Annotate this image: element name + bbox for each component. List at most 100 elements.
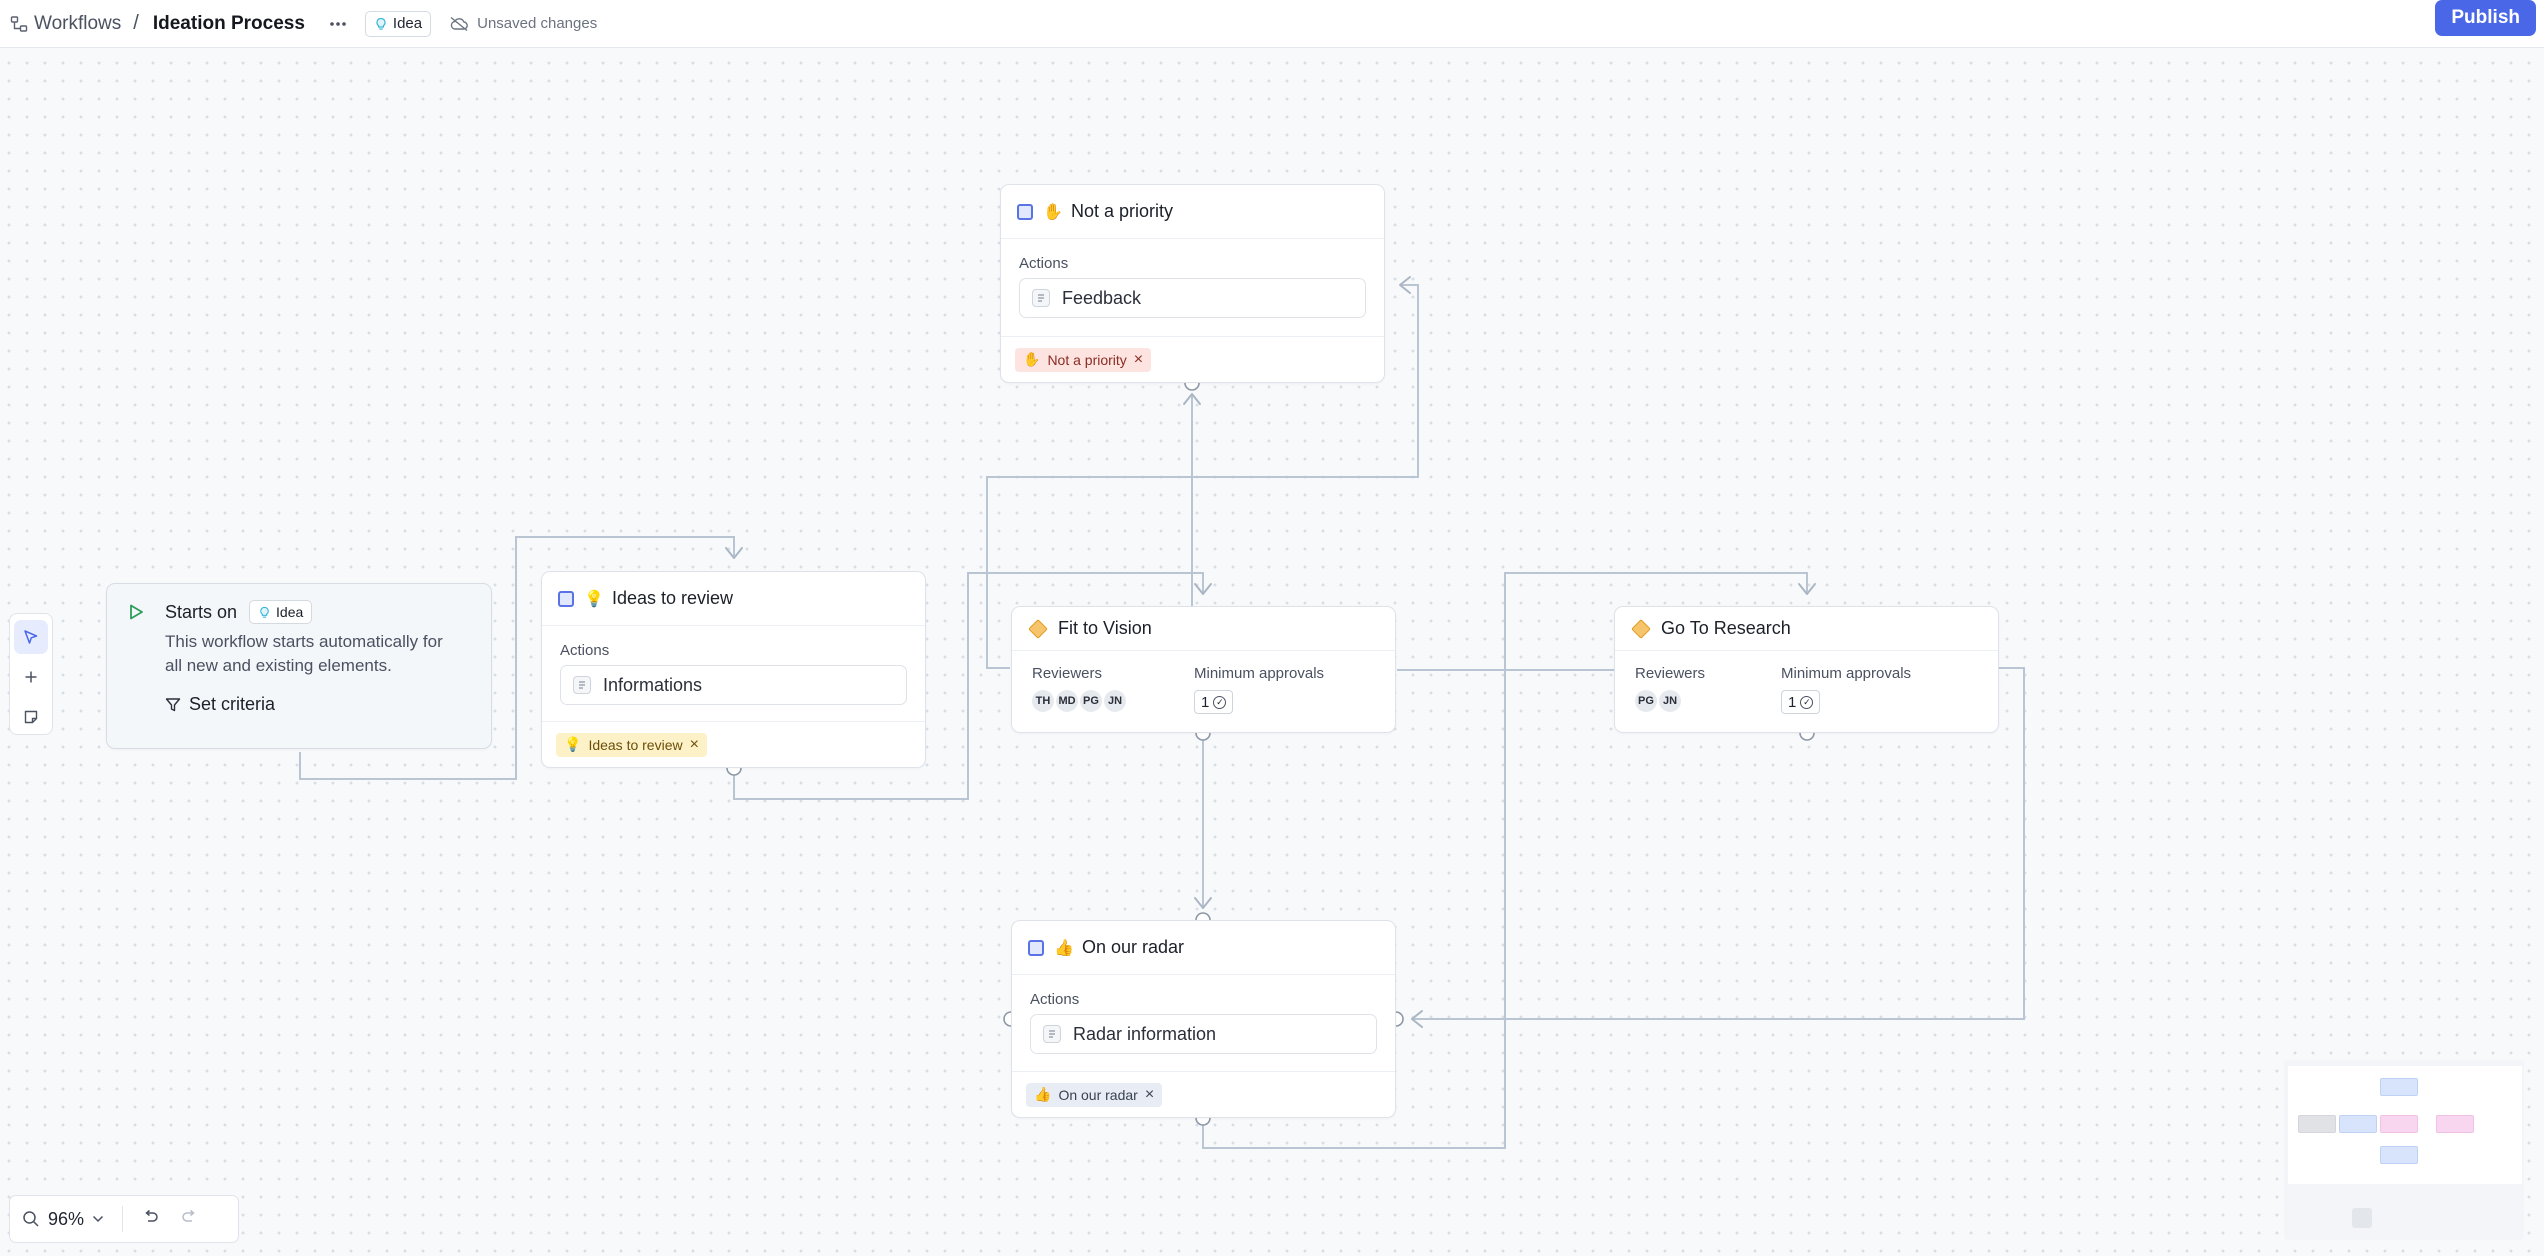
unsaved-status: Unsaved changes: [449, 15, 597, 32]
redo-button[interactable]: [181, 1209, 199, 1230]
actions-label: Actions: [1030, 991, 1080, 1008]
node-header: 💡 Ideas to review: [542, 572, 925, 626]
avatar: MD: [1056, 690, 1078, 712]
node-title: Ideas to review: [612, 588, 734, 608]
action-feedback[interactable]: Feedback: [1019, 278, 1366, 318]
set-criteria-button[interactable]: Set criteria: [165, 694, 275, 715]
type-tag[interactable]: Idea: [364, 10, 432, 37]
play-icon: [130, 604, 143, 620]
idea-icon: [260, 606, 269, 618]
review-settings: Reviewers TH MD PG JN Minimum approvals …: [1012, 651, 1395, 714]
remove-status-icon[interactable]: ×: [689, 735, 699, 753]
reviewer-avatars[interactable]: TH MD PG JN: [1032, 690, 1194, 712]
document-icon: [1032, 289, 1050, 307]
arrowhead-research: [1798, 583, 1816, 595]
edge-fit-to-notpriority-loop: [986, 284, 1419, 669]
filter-icon: [165, 697, 181, 711]
start-type-tag-label: Idea: [276, 604, 304, 620]
select-tool[interactable]: [14, 620, 48, 654]
page-title[interactable]: Ideation Process: [152, 12, 305, 34]
node-header: Fit to Vision: [1012, 607, 1395, 651]
publish-button[interactable]: Publish: [2435, 0, 2536, 36]
action-radar-information[interactable]: Radar information: [1030, 1014, 1377, 1054]
actions-label: Actions: [1019, 255, 1069, 272]
start-node[interactable]: Starts on Idea This workflow starts auto…: [106, 583, 492, 749]
arrowhead-notpriority-right: [1399, 276, 1411, 294]
status-label: Not a priority: [1047, 351, 1127, 368]
avatar: JN: [1104, 690, 1126, 712]
reviewers-label: Reviewers: [1635, 665, 1706, 682]
document-icon: [573, 676, 591, 694]
minimap-node: [2298, 1115, 2336, 1133]
remove-status-icon[interactable]: ×: [1133, 350, 1144, 368]
check-circle-icon: ✓: [1800, 695, 1814, 709]
min-approvals-field[interactable]: 1 ✓: [1781, 690, 1821, 714]
status-pill: 👍 On our radar ×: [1026, 1082, 1163, 1107]
node-title: Go To Research: [1661, 618, 1791, 638]
add-note-tool[interactable]: [14, 700, 48, 734]
workflows-icon: [8, 13, 30, 35]
status-label: Ideas to review: [588, 736, 683, 753]
breadcrumb-separator: /: [133, 12, 139, 34]
plus-icon: [25, 671, 37, 683]
action-label: Radar information: [1073, 1023, 1217, 1044]
minimap-node: [2436, 1115, 2474, 1133]
cursor-icon: [24, 630, 38, 644]
action-label: Informations: [603, 674, 703, 695]
node-ideas-to-review[interactable]: 💡 Ideas to review Actions Informations 💡…: [541, 571, 926, 768]
start-type-tag[interactable]: Idea: [249, 600, 313, 624]
node-title: On our radar: [1082, 937, 1185, 957]
min-approvals-field[interactable]: 1 ✓: [1194, 690, 1234, 714]
reviewer-avatars[interactable]: PG JN: [1635, 690, 1781, 712]
undo-button[interactable]: [141, 1209, 159, 1230]
node-on-our-radar[interactable]: 👍 On our radar Actions Radar information…: [1011, 920, 1396, 1118]
minimap-handle[interactable]: [2352, 1208, 2372, 1228]
edge-research-to-radar: [1413, 667, 2025, 1020]
decision-diamond-icon: [1631, 618, 1651, 639]
chevron-down-icon[interactable]: [92, 1212, 104, 1226]
breadcrumb-workflows[interactable]: Workflows: [34, 12, 122, 34]
remove-status-icon[interactable]: ×: [1144, 1085, 1155, 1103]
node-fit-to-vision[interactable]: Fit to Vision Reviewers TH MD PG JN Mini…: [1011, 606, 1396, 733]
node-not-a-priority[interactable]: ✋ Not a priority Actions Feedback ✋ Not …: [1000, 184, 1385, 383]
zoom-search-icon: [23, 1211, 39, 1227]
avatar: PG: [1635, 690, 1657, 712]
canvas-toolbar: [9, 613, 53, 735]
node-footer: 👍 On our radar ×: [1012, 1071, 1395, 1117]
node-footer: ✋ Not a priority ×: [1001, 336, 1384, 382]
action-informations[interactable]: Informations: [560, 665, 907, 705]
add-node-tool[interactable]: [14, 660, 48, 694]
hand-icon: ✋: [1023, 351, 1041, 367]
node-title: Not a priority: [1071, 201, 1174, 221]
lightbulb-icon: 💡: [584, 590, 604, 608]
status-square-icon: [558, 590, 574, 607]
status-square-icon: [1028, 939, 1044, 956]
start-title: Starts on: [165, 601, 238, 622]
arrowhead-notpriority-top: [1183, 393, 1201, 405]
zoom-level[interactable]: 96%: [48, 1208, 85, 1229]
min-approvals-value: 1: [1788, 693, 1797, 711]
status-label: On our radar: [1058, 1086, 1138, 1103]
actions-label: Actions: [560, 642, 610, 659]
minimap[interactable]: [2284, 1060, 2524, 1240]
top-bar: Workflows / Ideation Process Idea Unsave…: [0, 0, 2544, 48]
redo-icon: [182, 1209, 195, 1222]
zoom-divider: [122, 1206, 124, 1232]
status-square-icon: [1017, 203, 1033, 220]
approvals-column: Minimum approvals 1 ✓: [1781, 665, 1943, 714]
start-description-line-2: all new and existing elements.: [165, 656, 392, 675]
node-header: 👍 On our radar: [1012, 921, 1395, 975]
approvals-column: Minimum approvals 1 ✓: [1194, 665, 1356, 714]
node-footer: 💡 Ideas to review ×: [542, 721, 925, 767]
node-header: ✋ Not a priority: [1001, 185, 1384, 239]
edge-ideas-to-fit: [733, 572, 1204, 800]
arrowhead-radar-top: [1194, 897, 1212, 909]
arrowhead-radar-right: [1411, 1010, 1423, 1028]
edge-radar-to-research: [1202, 572, 1808, 1149]
node-go-to-research[interactable]: Go To Research Reviewers PG JN Minimum a…: [1614, 606, 1999, 733]
sticky-note-icon: [24, 710, 38, 724]
set-criteria-label: Set criteria: [189, 694, 276, 714]
more-options-button[interactable]: [325, 11, 351, 37]
node-title: Fit to Vision: [1058, 618, 1152, 638]
